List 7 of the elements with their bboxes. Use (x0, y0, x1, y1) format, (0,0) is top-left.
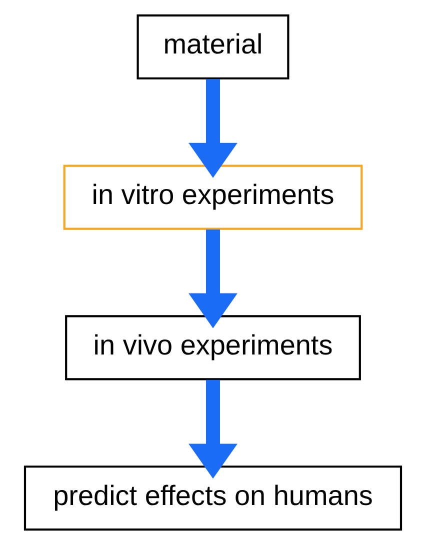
arrow (188, 229, 237, 328)
node-box: in vivo experiments (64, 315, 360, 380)
node-box: predict effects on humans (23, 466, 402, 531)
node-box: material (136, 14, 289, 80)
arrow (188, 380, 237, 479)
arrow (188, 79, 237, 178)
node-box: in vitro experiments (62, 164, 362, 230)
